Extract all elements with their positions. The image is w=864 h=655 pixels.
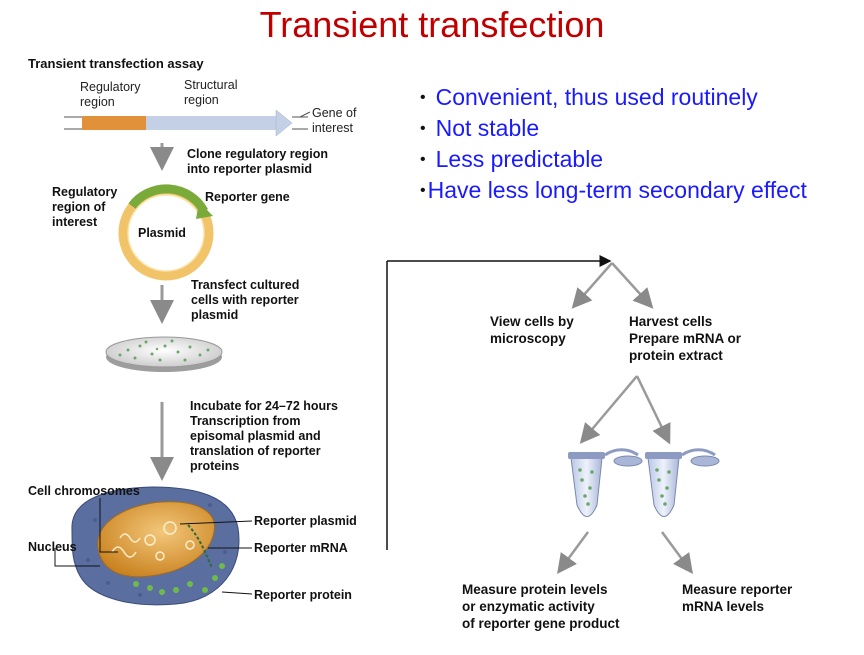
branch-arrow-tube-left — [579, 375, 638, 444]
leader-nucleus — [54, 548, 100, 567]
reporter-gene-arrowhead — [196, 202, 213, 219]
reporter-mrna-label: Reporter mRNA — [254, 541, 348, 555]
reporter-proteins — [133, 563, 225, 595]
bullet-item: •Less predictable — [420, 146, 604, 172]
bullet-item: •Have less long-term secondary effect — [420, 177, 807, 203]
tube-cap-hinge — [604, 448, 639, 457]
bullet-item: •Convenient, thus used routinely — [420, 84, 758, 110]
step-clone-label: Clone regulatory region into reporter pl… — [187, 147, 328, 176]
bullet-icon: • — [420, 182, 426, 199]
cell-illustration — [54, 486, 253, 606]
assay-title: Transient transfection assay — [28, 56, 204, 71]
slide-title: Transient transfection — [259, 4, 605, 45]
tube-rim — [645, 452, 682, 459]
bullet-list: •Convenient, thus used routinely •Not st… — [420, 82, 807, 206]
step-transfect-label: Transfect cultured cells with reporter p… — [191, 278, 300, 322]
reporter-plasmid-label: Reporter plasmid — [254, 514, 357, 528]
regulatory-region-label: Regulatory region — [80, 80, 141, 109]
structural-region-bar — [146, 116, 276, 130]
tube-cap — [690, 455, 720, 467]
leader-reporter-plasmid — [179, 520, 253, 525]
leader-chromosomes — [99, 498, 118, 553]
tube-body — [570, 457, 603, 517]
view-cells-label: View cells by microscopy — [490, 314, 574, 346]
tube-contents — [655, 468, 671, 506]
bullet-icon: • — [420, 120, 426, 137]
nucleus-shape — [97, 501, 215, 578]
tube-body — [647, 457, 680, 517]
down-arrow-protein — [557, 531, 590, 575]
harvest-cells-label: Harvest cells Prepare mRNA or protein ex… — [629, 314, 742, 363]
measure-mrna-label: Measure reporter mRNA levels — [682, 582, 793, 614]
gene-label-leader — [299, 111, 311, 118]
bullet-icon: • — [420, 151, 426, 168]
measure-protein-label: Measure protein levels or enzymatic acti… — [462, 582, 620, 631]
mrna-strand — [187, 524, 213, 569]
bullet-item: •Not stable — [420, 115, 540, 141]
culture-dish-icon — [105, 336, 223, 372]
tube-rim — [568, 452, 605, 459]
down-arrow-mrna — [660, 531, 693, 575]
dish-cells — [118, 339, 210, 362]
connector-bracket — [386, 255, 612, 550]
cell-texture — [86, 503, 227, 597]
plasmid-inner — [127, 194, 205, 272]
leader-reporter-protein — [221, 591, 253, 595]
tube-cap-hinge — [681, 448, 716, 457]
branch-arrow-right — [611, 262, 654, 309]
structural-region-label: Structural region — [184, 78, 238, 107]
plasmid-ring — [118, 184, 214, 281]
chromosomes — [111, 521, 195, 561]
step-incubate-label: Incubate for 24–72 hours Transcription f… — [190, 399, 338, 473]
gene-of-interest-label: Gene of interest — [312, 106, 357, 135]
dish-top — [105, 336, 223, 368]
plasmid-label: Plasmid — [138, 226, 186, 240]
reporter-gene-arc — [128, 184, 208, 214]
tube-icon — [645, 448, 720, 517]
branch-arrow-left — [571, 262, 613, 309]
tube-contents — [578, 468, 594, 506]
structural-arrow-head — [275, 109, 293, 137]
cell-chromosomes-label: Cell chromosomes — [28, 484, 140, 498]
reporter-protein-label: Reporter protein — [254, 588, 352, 602]
bullet-icon: • — [420, 89, 426, 106]
reporter-gene-label: Reporter gene — [205, 190, 290, 204]
nucleus-label: Nucleus — [28, 540, 77, 554]
branch-arrows — [557, 262, 693, 575]
tube-cap — [613, 455, 643, 467]
regulatory-region-of-interest-label: Regulatory region of interest — [52, 185, 118, 229]
tube-icon — [568, 448, 643, 517]
gene-construct — [64, 109, 311, 137]
regulatory-region-bar — [82, 116, 146, 130]
branch-arrow-tube-right — [635, 375, 671, 445]
